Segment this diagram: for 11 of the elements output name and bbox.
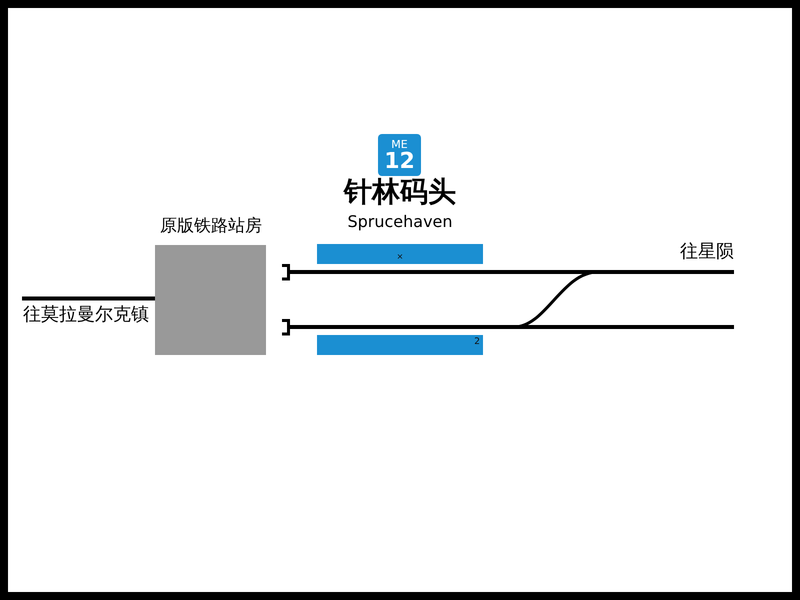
romanized-name: Sprucehaven: [347, 214, 453, 230]
station-badge: [378, 134, 421, 176]
station-name: 针林码头: [344, 178, 456, 206]
line-code: ME: [390, 139, 409, 150]
station-number: 12: [383, 151, 416, 173]
platform: 2: [317, 335, 483, 355]
platform: ×: [317, 244, 483, 264]
destination-label: 往星陨: [680, 243, 734, 261]
building-label: 原版铁路站房: [159, 218, 263, 235]
track: [22, 296, 155, 300]
edge-label: 往莫拉曼尔克镇: [23, 306, 149, 324]
